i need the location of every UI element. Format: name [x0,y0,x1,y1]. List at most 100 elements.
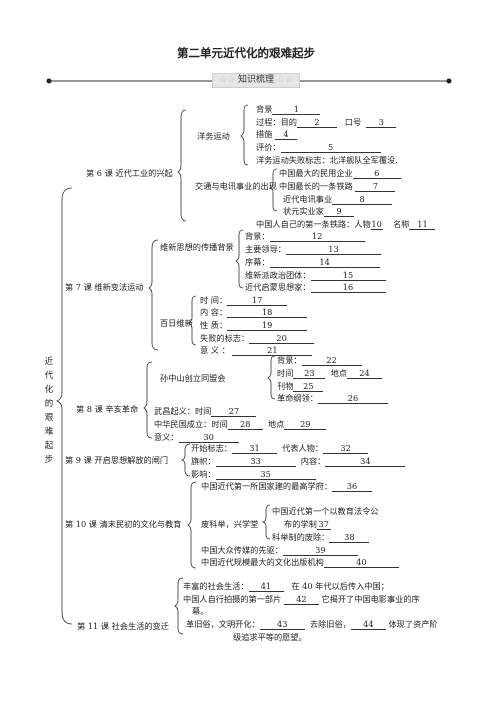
bairi-label: 百日维新 [160,318,193,328]
chuanbo-label: 维新思想的传播背景 [160,242,234,252]
page-title: 第二单元近代化的艰难起步 [177,46,315,60]
blank-32: 32 [323,444,369,454]
blank-1: 1 [272,105,321,115]
blank-15: 15 [310,271,386,281]
blank-27: 27 [211,407,257,417]
blank-29: 29 [284,420,327,430]
blank-18: 18 [227,308,308,318]
l11-row-fengfu: 丰富的社会生活：41 在 40 年代以后传入中国； [183,581,389,592]
feikeju-label: 废科举，兴学堂 [201,519,259,529]
jiaotong-label: 交通与电讯事业的出现 [195,181,277,191]
blank-28: 28 [227,420,263,430]
blank-35: 35 [215,470,316,480]
blank-2: 2 [296,118,337,128]
blank-16: 16 [310,283,386,293]
blank-30: 30 [178,433,239,443]
l7-row-shuji: 序幕：14 [245,257,380,268]
l11-row-jieji: 级追求平等的愿望。 [233,632,307,642]
blank-38: 38 [329,533,370,543]
blank-8: 8 [332,195,393,205]
l9-row-kaishi: 开始标志：31 代表人物：32 [191,443,369,454]
l6-row-cuoshi: 措施 4 [256,129,297,140]
blank-42: 42 [283,595,319,605]
l11-row-bianjiu: 革旧俗，文明开化：43 去除旧俗，44 体现了资产阶 [186,619,438,630]
l7-row-zhuling: 主要领导：13 [245,244,381,255]
l7-row-tuanti: 维新派政治团体：15 [245,270,386,281]
blank-6: 6 [352,169,401,179]
blank-17: 17 [227,296,288,306]
blank-26: 26 [317,394,388,404]
lesson-10-label: 第 10 课 清末民初的文化与教育 [65,519,182,529]
blank-44: 44 [350,620,386,630]
l8-row-bg: 背景：22 [277,355,362,366]
blank-25: 25 [293,382,324,392]
l7-row-yiyi: 意 义 ： 21 [200,345,313,356]
l11-row-dianying: 中国人自行拍摄的第一部片 42 它揭开了中国电影事业的序 [183,594,420,605]
l7-row-shibai: 失败的标志：20 [200,333,315,344]
l6-row-tielu: 中国最长的一条铁路 7 [279,181,396,192]
blank-3: 3 [366,118,397,128]
blank-7: 7 [355,182,396,192]
l6-row-pingjia: 评价：5 [256,142,381,153]
blank-40: 40 [323,558,399,568]
l8-row-yiyi: 意义：30 [154,432,239,443]
l10-row-keju: 科举制的废除：38 [272,532,370,543]
l7-row-shijian: 时 间：17 [200,295,288,306]
vertical-title: 近代化的艰难起步 [44,357,54,465]
l8-row-gangling: 革命纲领：26 [277,393,388,404]
l7-row-xingzhi: 性 质：19 [200,320,308,331]
blank-23: 23 [293,369,326,379]
blank-10: 10 [370,219,383,230]
tongmeng-label: 孙中山创立同盟会 [160,373,226,383]
section-banner: ☆☆ 知识梳理 ☆☆ [212,73,301,88]
blank-5: 5 [280,143,381,153]
l10-row-xuefu: 中国近代第一所国家建的最高学府：36 [201,481,373,492]
blank-14: 14 [269,258,380,268]
l6-row-shibai: 洋务运动失败标志：北洋舰队全军覆没. [256,155,398,165]
l7-row-bg: 背景：12 [245,231,365,242]
blank-34: 34 [325,457,406,467]
lesson-11-label: 第 11 课 社会生活的变迁 [77,621,169,631]
lesson-9-label: 第 9 课 开启思想解放的闸门 [65,455,169,465]
l11-row-dianying3: 幕。 [192,606,209,616]
l10-row-xuezhi1: 中国近代第一个以教育法令公 [272,506,379,516]
blank-11: 11 [409,220,436,230]
blank-43: 43 [259,620,305,630]
blank-39: 39 [282,546,358,556]
yangwu-label: 洋务运动 [197,131,230,141]
l10-row-chuanmei: 中国大众传媒的先驱：39 [201,545,358,556]
blank-13: 13 [285,245,381,255]
lesson-8-label: 第 8 课 辛亥革命 [76,404,139,414]
blank-24: 24 [347,369,382,379]
blank-9: 9 [323,207,354,217]
blank-41: 41 [248,582,284,592]
lesson-7-label: 第 7 课 维新变法运动 [65,282,144,292]
blank-31: 31 [231,444,277,454]
l9-row-qihao: 旗帜：33 内容：34 [191,456,406,467]
l7-row-neirong: 内 容：18 [200,307,308,318]
l9-row-yingxiang: 影响：35 [191,469,316,480]
blank-20: 20 [249,334,315,344]
blank-33: 33 [215,457,296,467]
star-icon: ☆☆ [276,75,294,85]
star-icon: ☆☆ [219,75,236,85]
blank-19: 19 [227,321,308,331]
blank-21: 21 [232,346,313,356]
l7-row-qimeng: 近代启蒙思想家：16 [245,282,386,293]
lesson-6-label: 第 6 课 近代工业的兴起 [86,168,173,178]
blank-22: 22 [301,356,362,366]
blank-37: 37 [316,519,331,530]
blank-12: 12 [269,232,365,242]
